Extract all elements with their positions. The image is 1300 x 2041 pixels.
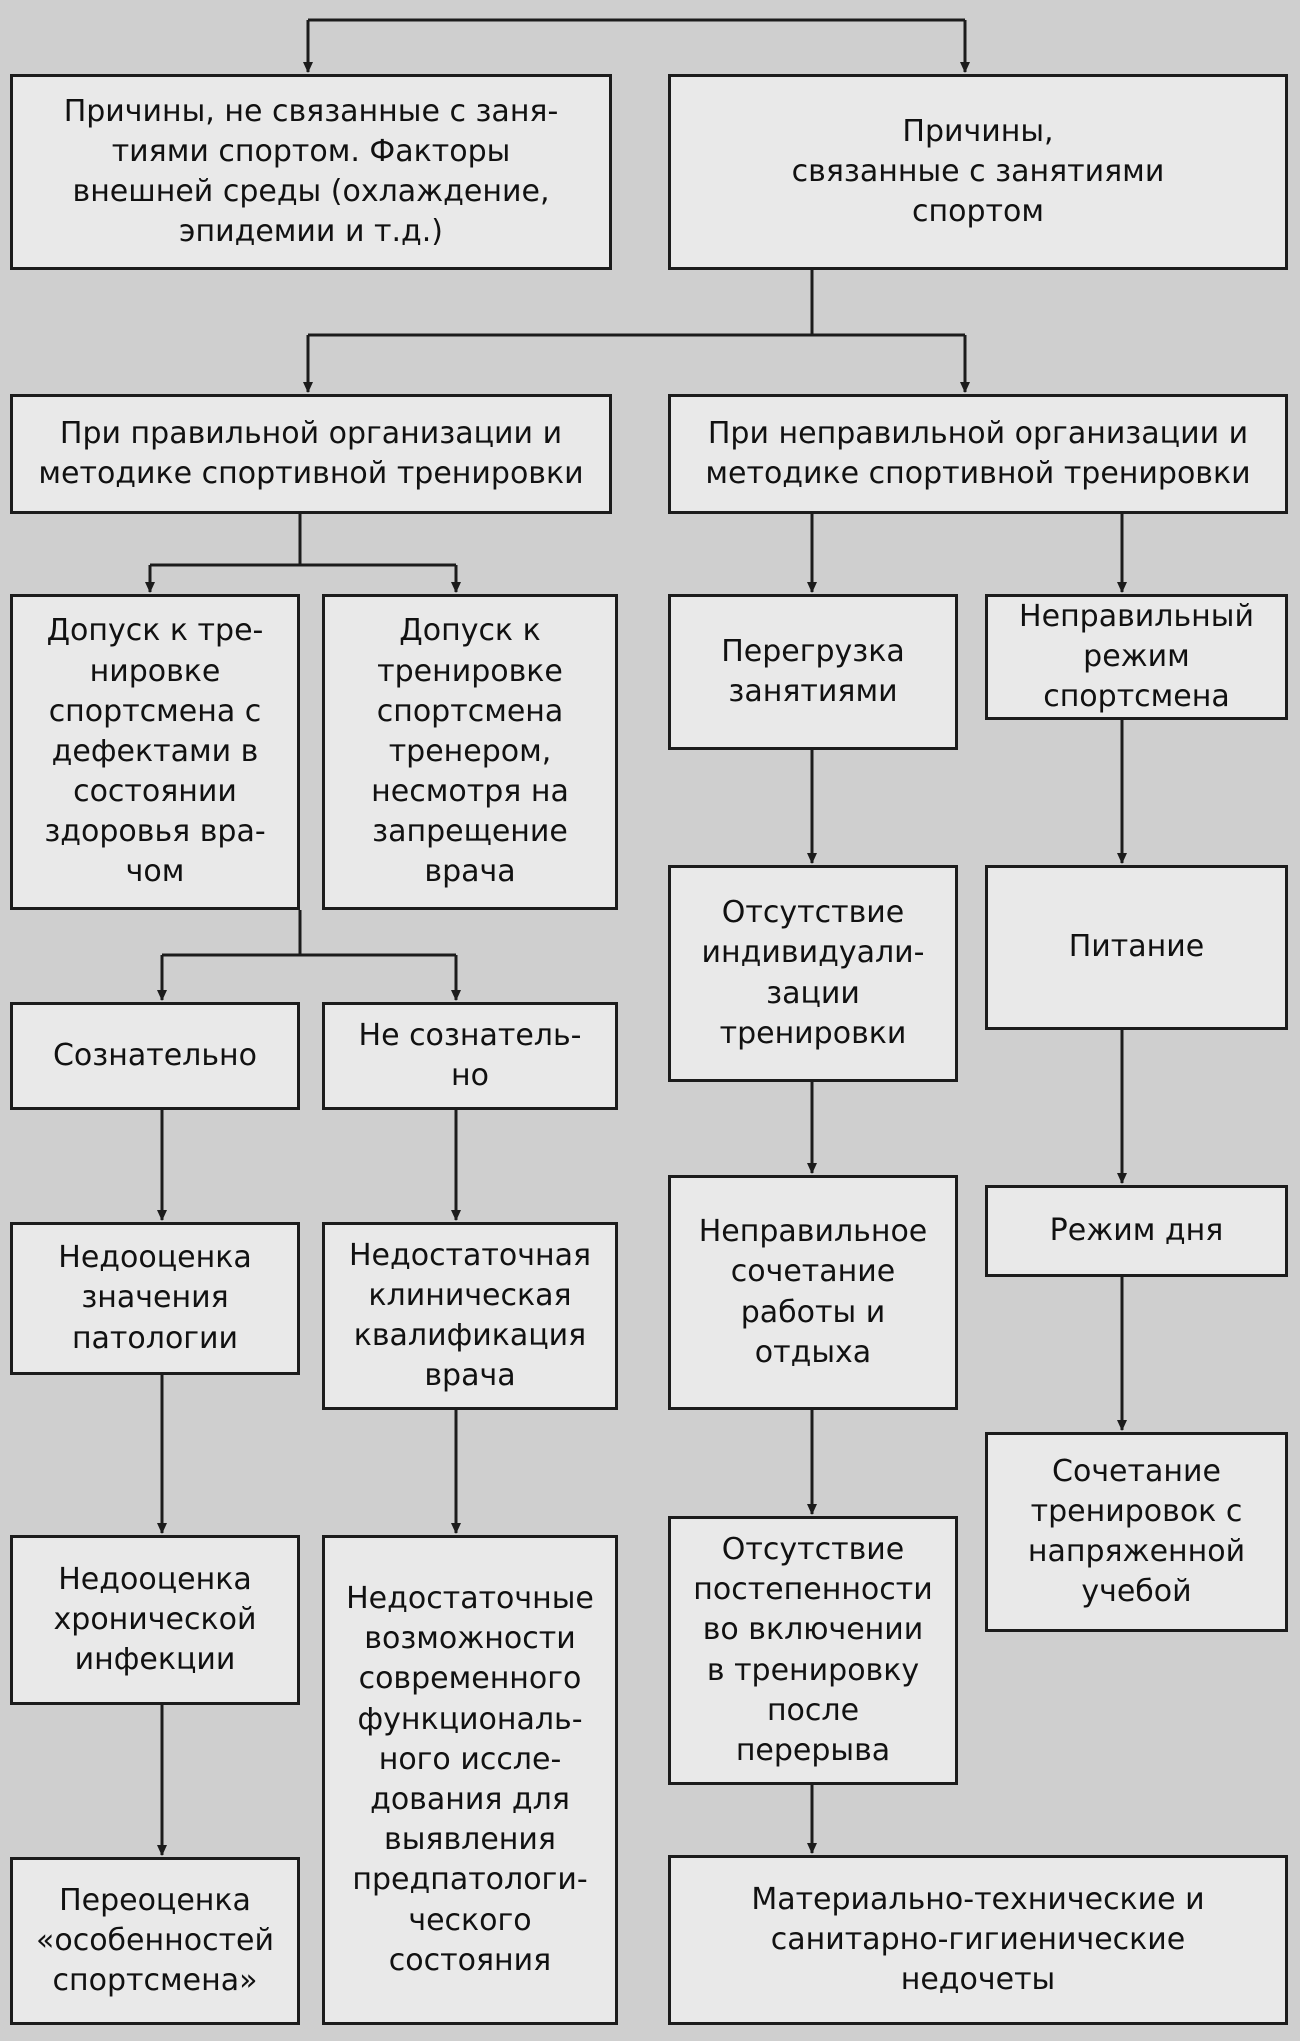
node-admission-by-coach: Допуск к тренировке спортсмена тренером,… [322,594,618,910]
node-insufficient-diagnostics: Недостаточные возможности современного ф… [322,1535,618,2025]
node-correct-organization: При правильной организации и методике сп… [10,394,612,514]
node-wrong-regime: Неправильный режим спортсмена [985,594,1288,720]
node-underestimation-infection: Недооценка хронической инфекции [10,1535,300,1705]
node-material-technical: Материально-технические и санитарно-гиги… [668,1855,1288,2025]
node-incorrect-organization: При неправильной организации и методике … [668,394,1288,514]
node-no-gradualness: Отсутствие постепенности во включении в … [668,1516,958,1785]
node-admission-by-doctor: Допуск к тре- нировке спортсмена с дефек… [10,594,300,910]
node-work-rest-combination: Неправильное сочетание работы и отдыха [668,1175,958,1410]
node-overload: Перегрузка занятиями [668,594,958,750]
node-overestimation-features: Переоценка «особенностей спортсмена» [10,1857,300,2025]
node-consciously: Сознательно [10,1002,300,1110]
node-underestimation-pathology: Недооценка значения патологии [10,1222,300,1375]
node-no-individualization: Отсутствие индивидуали- зации тренировки [668,865,958,1082]
node-insufficient-qualification: Недостаточная клиническая квалификация в… [322,1222,618,1410]
node-causes-sport: Причины, связанные с занятиями спортом [668,74,1288,270]
node-daily-regime: Режим дня [985,1185,1288,1277]
node-training-study-combination: Сочетание тренировок с напряженной учебо… [985,1432,1288,1632]
node-nutrition: Питание [985,865,1288,1030]
node-unconsciously: Не сознатель- но [322,1002,618,1110]
node-causes-not-sport: Причины, не связанные с заня- тиями спор… [10,74,612,270]
